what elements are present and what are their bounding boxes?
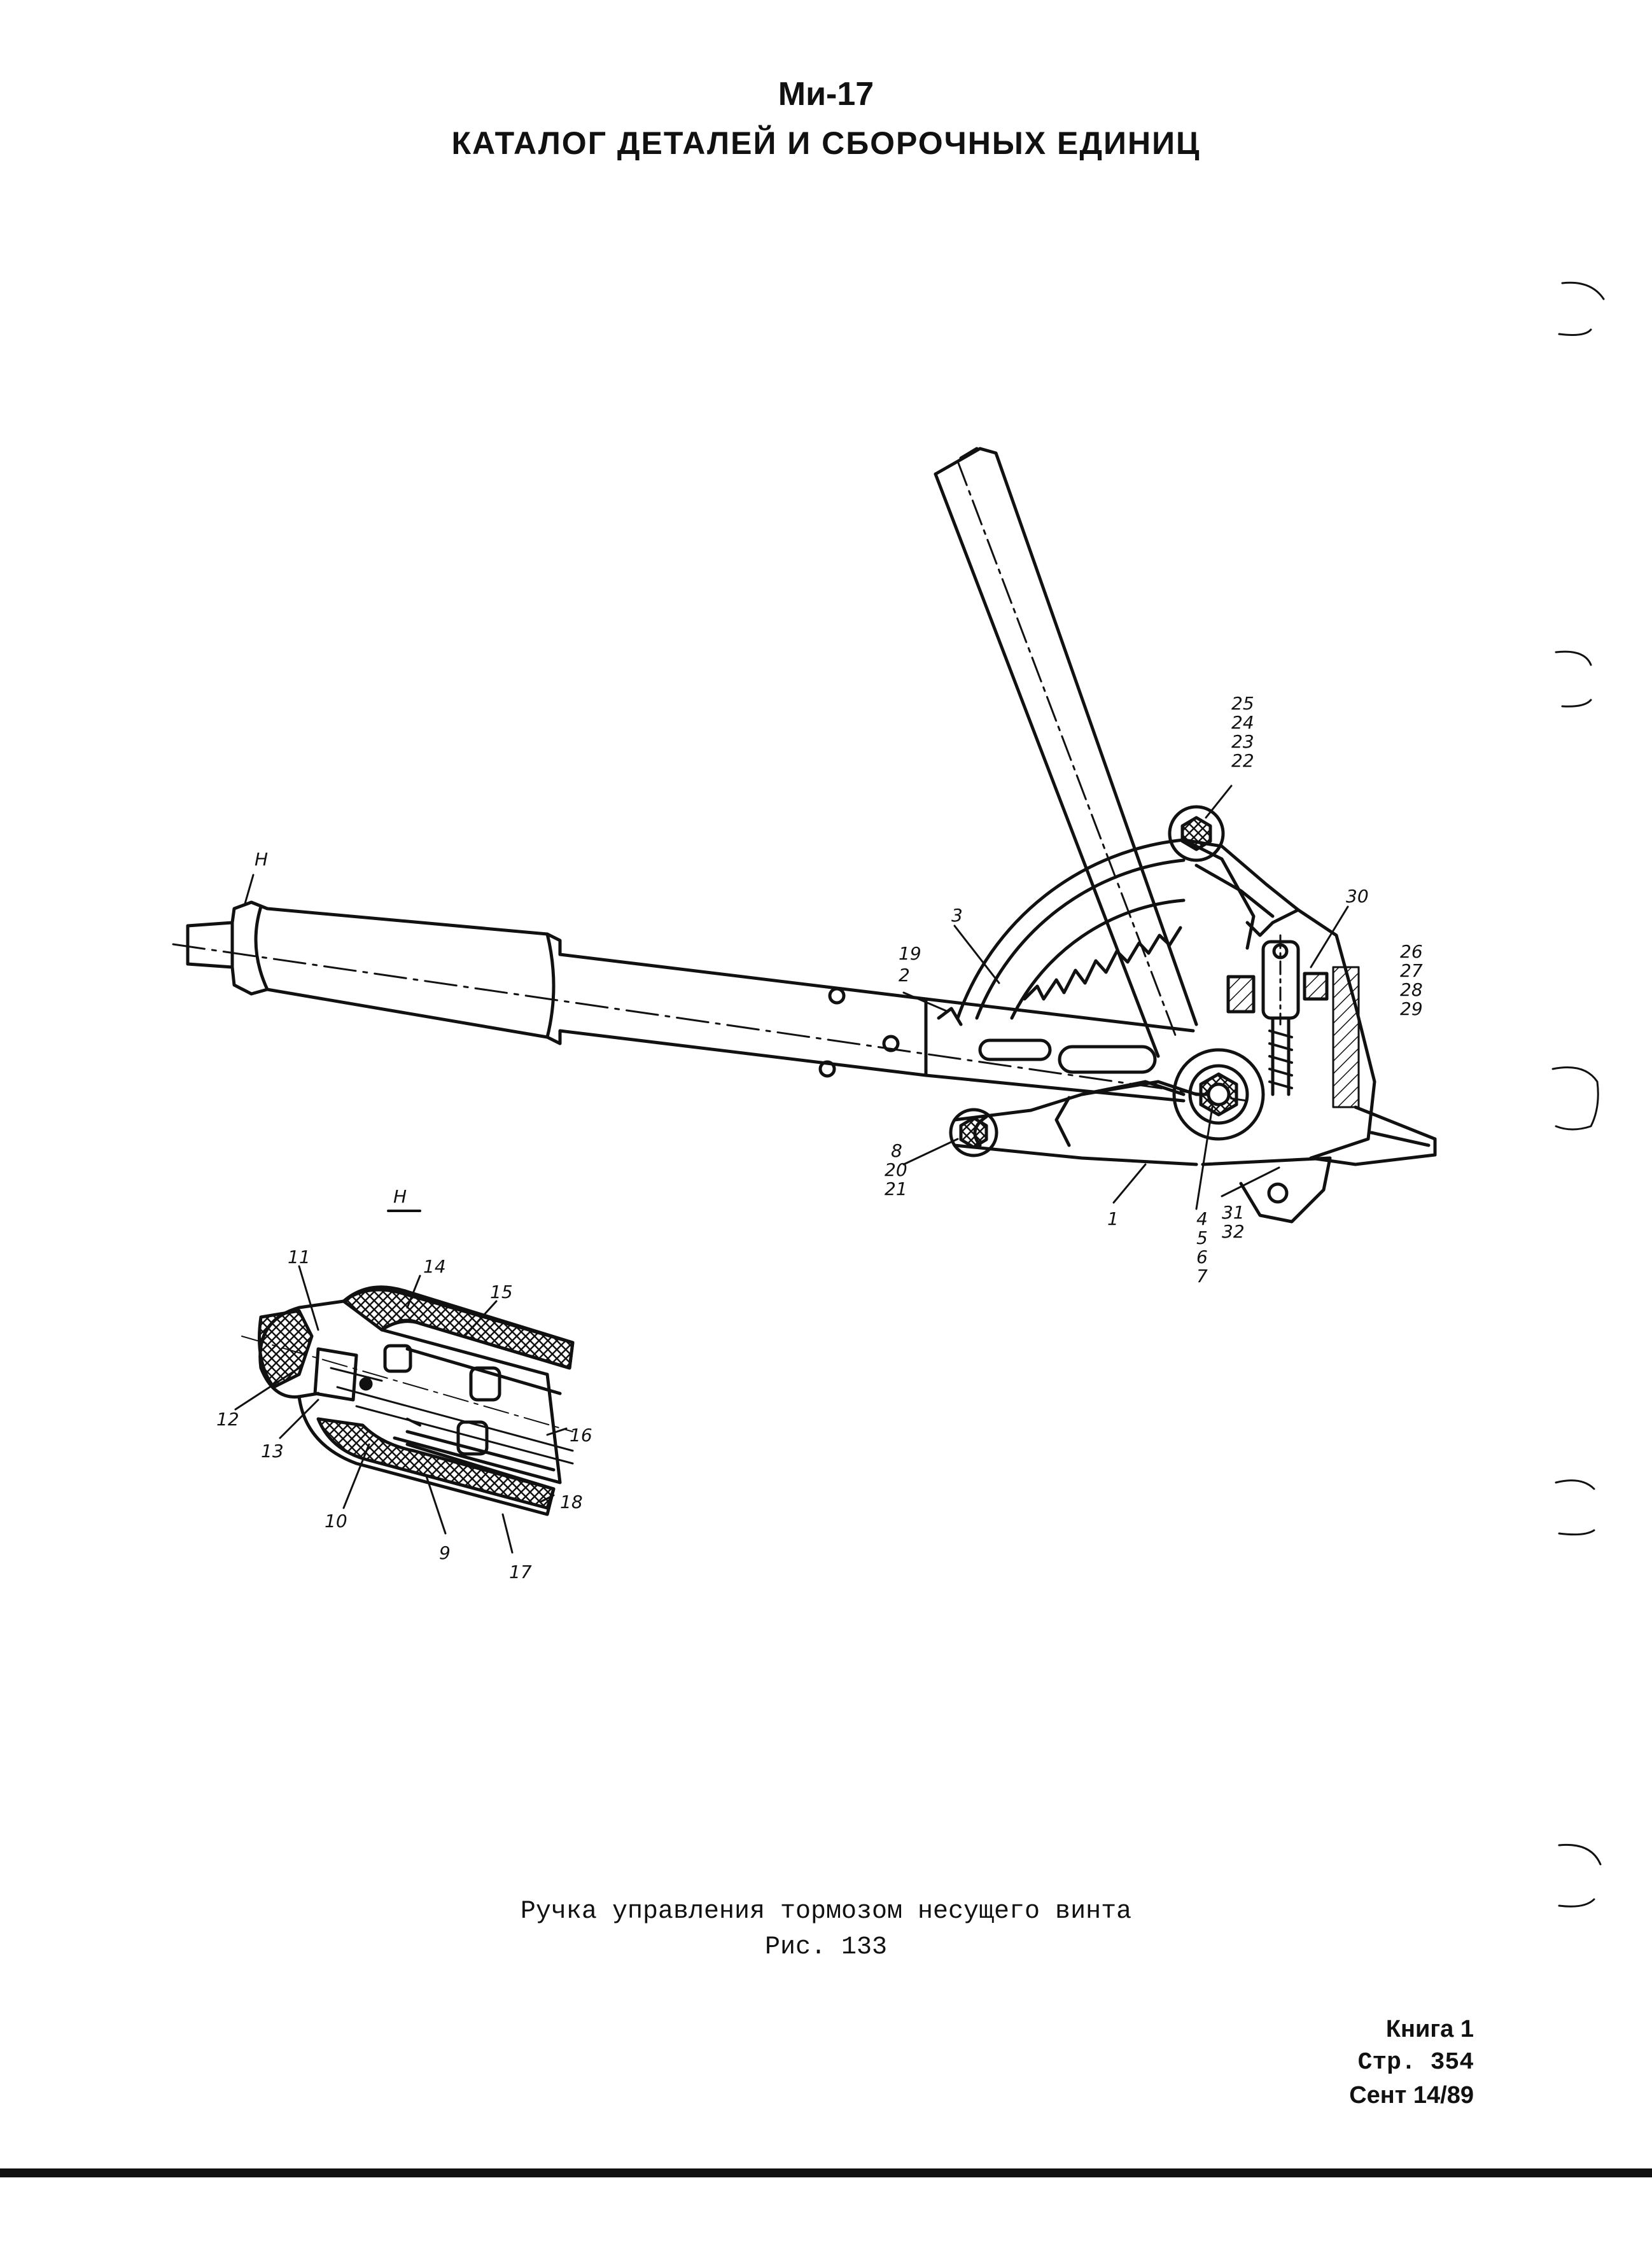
callout-label: 22 [1231,750,1254,771]
callout-label: 9 [439,1542,451,1563]
spring-adjuster [1226,934,1329,1096]
main-handle [172,900,1249,1103]
callout-label: 19 [899,943,921,964]
bracket-housing [1182,838,1437,1224]
callout-label: 7 [1196,1266,1208,1287]
callout-label: 28 [1400,979,1423,1000]
leader-lines-main [244,785,1349,1210]
callout-label: 26 [1400,941,1423,962]
callout-label: 10 [325,1511,347,1532]
page-number: Стр. 354 [1357,2049,1474,2076]
callout-label: 11 [288,1246,311,1267]
bottom-rule [0,2168,1652,2177]
callout-label: 30 [1346,886,1369,907]
callout-label: 13 [261,1441,284,1462]
pivot-bolt [1172,1048,1265,1141]
figure-number: Рис. 133 [764,1933,888,1962]
callout-label: 32 [1222,1221,1245,1242]
callout-label: 31 [1222,1202,1245,1223]
callout-label: 6 [1196,1246,1208,1267]
callout-label: 5 [1196,1227,1208,1248]
lower-pin [1267,1182,1289,1204]
callout-label: 2 [899,965,910,986]
document-title: Ми-17 [778,76,874,113]
upright-rod [934,447,1198,1058]
figure-caption: Ручка управления тормозом несущего винта [520,1897,1132,1926]
callouts-main: Н 25 24 23 22 3 19 2 30 26 27 28 29 8 20… [255,693,1423,1287]
callout-label: 3 [951,905,963,926]
callout-label: 17 [509,1561,532,1582]
callout-label: 24 [1231,712,1254,733]
pawl-lever [953,1080,1230,1166]
callout-label: 14 [423,1256,446,1277]
revision-date: Сент 14/89 [1349,2082,1474,2109]
callout-label: 15 [490,1281,513,1302]
callout-label: 1 [1107,1208,1119,1229]
toothed-sector [956,838,1186,1020]
callout-label: 16 [570,1425,592,1446]
callout-label: 29 [1400,998,1423,1019]
callout-label: 8 [891,1140,902,1161]
callout-label: 12 [216,1409,239,1430]
document-subtitle: КАТАЛОГ ДЕТАЛЕЙ И СБОРОЧНЫХ ЕДИНИЦ [451,125,1201,161]
callout-label: 20 [885,1159,907,1180]
callout-label: 18 [560,1491,583,1512]
callout-label: Н [393,1186,407,1207]
top-nut [1168,805,1225,862]
callouts-detail: Н 11 14 15 12 13 16 10 9 18 17 [216,1186,592,1582]
callout-label: 4 [1196,1208,1208,1229]
callout-label: Н [255,849,268,870]
binding-holes [1551,281,1605,1908]
book-number: Книга 1 [1385,2016,1474,2042]
leader-lines-detail [234,1265,568,1554]
pawl-nut [949,1108,998,1157]
callout-label: 23 [1231,731,1254,752]
callout-label: 27 [1400,960,1423,981]
callout-label: 25 [1231,693,1254,714]
callout-label: 21 [885,1178,907,1199]
